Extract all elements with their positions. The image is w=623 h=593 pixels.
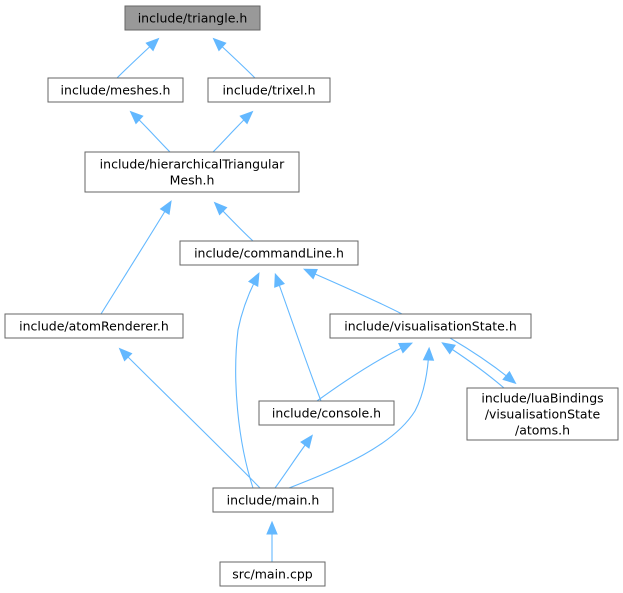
node-console[interactable]: include/console.h [258,400,395,426]
node-label: include/trixel.h [222,83,315,98]
arrowhead [266,520,278,535]
node-label: Mesh.h [170,173,215,188]
node-main[interactable]: include/main.h [212,487,334,513]
edge-main-to-commandLine [235,272,260,489]
arrowhead [145,37,160,52]
node-label: include/meshes.h [61,83,171,98]
node-label: src/main.cpp [232,567,312,582]
arrowhead [441,342,456,355]
node-box [124,5,261,31]
node-meshes[interactable]: include/meshes.h [47,77,184,103]
node-box [4,313,184,339]
edge-main-to-visualisationState [288,346,435,489]
node-box [466,387,619,441]
node-commandLine[interactable]: include/commandLine.h [179,240,359,266]
arrowhead [159,200,172,215]
node-label: include/main.h [227,493,320,508]
edge-commandLine-to-htm [213,201,254,242]
node-label: include/atomRenderer.h [19,319,169,334]
node-box [212,487,334,513]
arrowhead [300,434,313,449]
edge-console-to-visualisationState [316,342,414,402]
edge-atomRenderer-to-htm [100,200,172,315]
node-label: /visualisationState [485,407,601,422]
arrowhead [274,272,285,288]
arrowhead [118,347,133,362]
arrowhead [248,272,260,287]
edge-meshes-to-triangle [116,37,160,79]
node-visualisationState[interactable]: include/visualisationState.h [329,313,532,339]
edge-htm-to-trixel [212,110,254,153]
arrowhead [213,201,228,216]
arrowhead [502,370,517,385]
node-box [179,240,359,266]
edge-console-to-commandLine [274,272,322,402]
arrowhead [422,346,435,361]
node-label: include/commandLine.h [194,246,344,261]
node-mainCpp[interactable]: src/main.cpp [219,561,326,587]
node-box [207,77,331,103]
node-box [47,77,184,103]
node-box [219,561,326,587]
node-label: include/console.h [272,406,381,421]
arrowhead [302,268,318,280]
edge-luaBindings-to-visualisationState [441,342,505,389]
node-label: include/visualisationState.h [344,319,517,334]
node-label: /atoms.h [515,423,570,438]
edge-main-to-atomRenderer [118,347,261,489]
arrowhead [398,342,414,354]
node-triangle[interactable]: include/triangle.h [124,5,261,31]
edge-htm-to-meshes [129,110,171,153]
node-label: include/hierarchicalTriangular [100,157,286,172]
node-box [258,400,395,426]
edge-trixel-to-triangle [212,37,256,79]
node-box [84,151,300,193]
node-trixel[interactable]: include/trixel.h [207,77,331,103]
arrowhead [129,110,144,125]
node-label: include/luaBindings [481,391,603,406]
arrowhead [239,110,254,125]
node-luaBindings[interactable]: include/luaBindings/visualisationState/a… [466,387,619,441]
edge-main-to-console [274,434,313,489]
edge-visualisationState-to-luaBindings [449,337,517,385]
node-label: include/triangle.h [138,11,248,26]
node-atomRenderer[interactable]: include/atomRenderer.h [4,313,184,339]
arrowhead [212,37,227,52]
edge-mainCpp-to-main [266,520,278,562]
edge-visualisationState-to-commandLine [302,268,403,315]
node-box [329,313,532,339]
